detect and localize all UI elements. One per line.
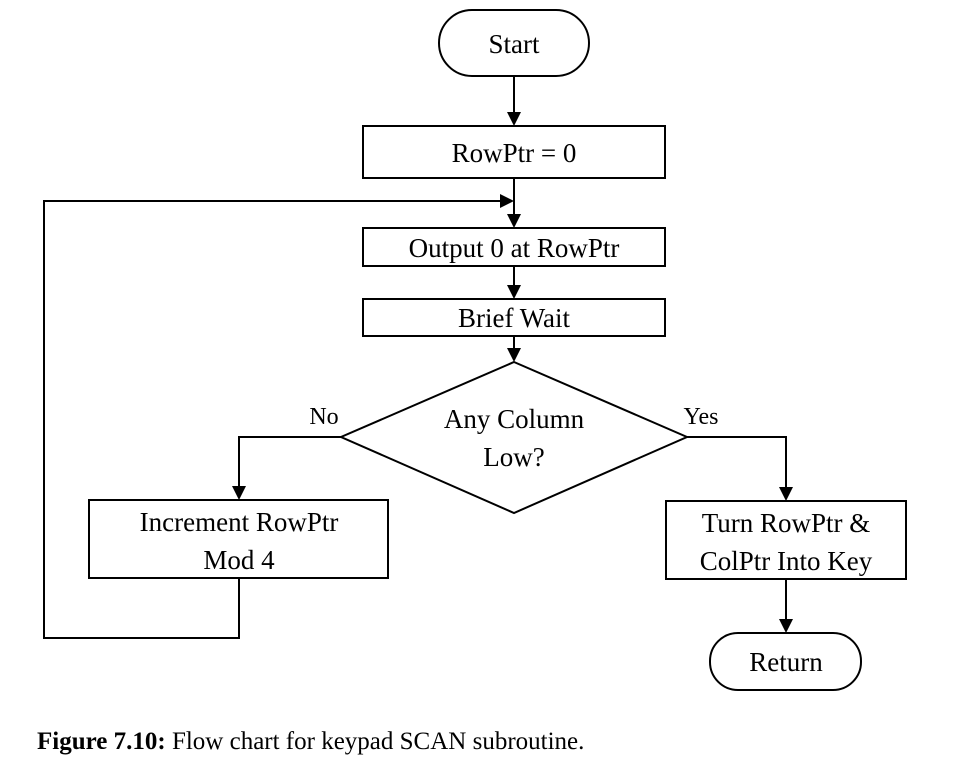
decision-label-line1: Any Column (444, 404, 585, 434)
wait-label: Brief Wait (458, 303, 571, 333)
decision-label-line2: Low? (483, 442, 544, 472)
arrowhead (507, 348, 521, 362)
arrowhead (507, 285, 521, 299)
start-terminal: Start (438, 9, 590, 77)
arrowhead (779, 619, 793, 633)
convert-process-box: Turn RowPtr & ColPtr Into Key (665, 500, 907, 580)
arrowhead (232, 486, 246, 500)
edge-decision-no (238, 436, 341, 486)
edge-decision-yes (687, 436, 787, 487)
caption-label: Figure 7.10: (37, 728, 166, 755)
branch-no-label: No (309, 404, 338, 430)
arrowhead (779, 487, 793, 501)
start-label: Start (489, 29, 540, 59)
output-label: Output 0 at RowPtr (409, 233, 620, 263)
convert-label-line2: ColPtr Into Key (700, 546, 873, 576)
output-process-box: Output 0 at RowPtr (362, 227, 666, 267)
return-label: Return (749, 647, 823, 677)
increment-label-line2: Mod 4 (203, 545, 275, 575)
branch-yes-label: Yes (684, 404, 719, 430)
wait-process-box: Brief Wait (362, 298, 666, 337)
edge-loop-back (43, 200, 500, 639)
decision-diamond: Any Column Low? (338, 360, 690, 515)
figure-caption: Figure 7.10: Flow chart for keypad SCAN … (37, 728, 584, 756)
convert-label-line1: Turn RowPtr & (702, 508, 871, 538)
caption-text: Flow chart for keypad SCAN subroutine. (165, 728, 585, 755)
init-label: RowPtr = 0 (452, 138, 577, 168)
increment-label-line1: Increment RowPtr (140, 507, 339, 537)
arrowhead (500, 194, 514, 208)
increment-process-box: Increment RowPtr Mod 4 (88, 499, 389, 579)
arrowhead (507, 112, 521, 126)
init-process-box: RowPtr = 0 (362, 125, 666, 179)
return-terminal: Return (709, 632, 862, 691)
arrowhead (507, 214, 521, 228)
